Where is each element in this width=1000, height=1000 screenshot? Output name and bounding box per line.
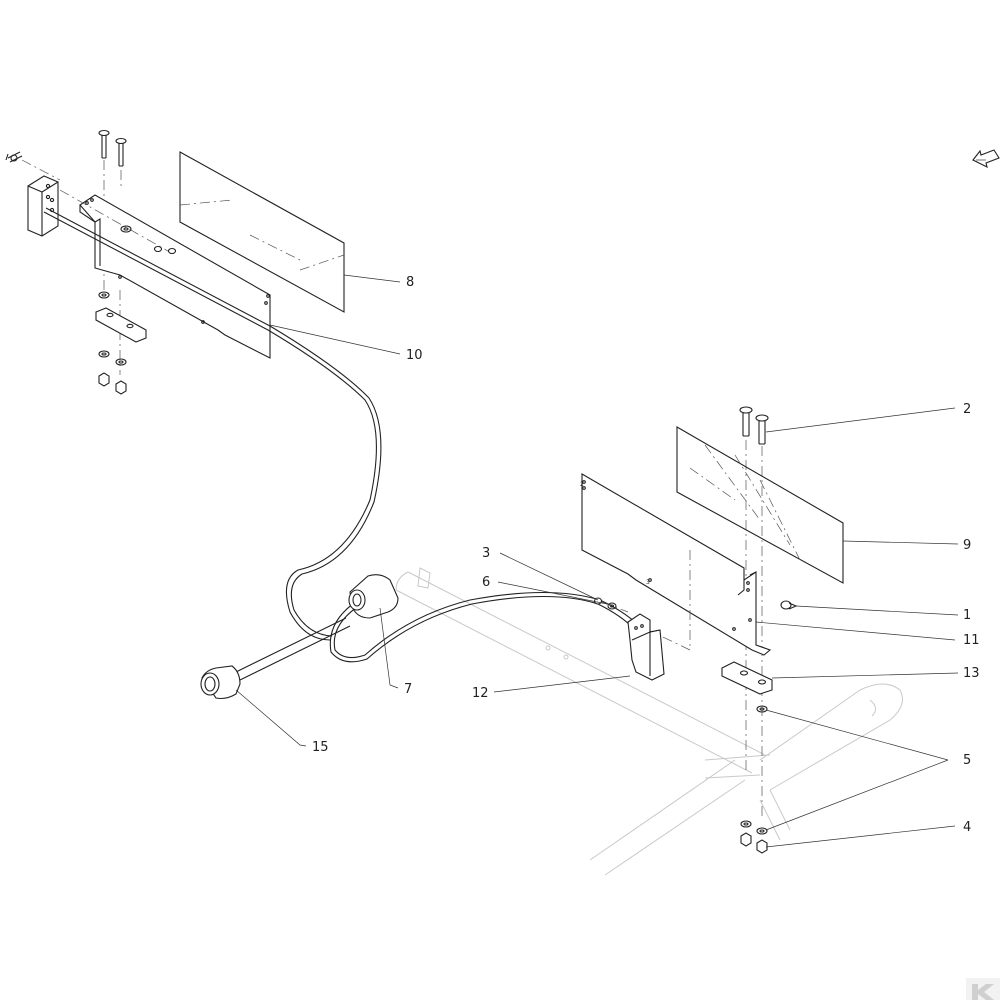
plate-mark-3: 3 [646, 579, 650, 586]
plug-connector [348, 574, 399, 619]
direction-arrow-icon [972, 149, 1000, 169]
right-spacer-bar [721, 661, 773, 695]
right-bracket-assembly [581, 406, 844, 854]
callout-5: 5 [963, 753, 971, 768]
plate-part-marks: 2 3 [580, 481, 650, 586]
callout-2: 2 [963, 402, 971, 417]
right-mounting-plate [581, 473, 772, 656]
callout-9: 9 [963, 538, 971, 553]
callout-leaders [235, 274, 959, 848]
socket-cable [200, 617, 351, 700]
callout-15: 15 [312, 740, 329, 755]
left-spacer-bar [95, 307, 147, 343]
callout-11: 11 [963, 633, 980, 648]
machine-frame-outline [395, 567, 903, 876]
callout-1: 1 [963, 608, 971, 623]
small-screw-icon [5, 151, 23, 163]
callout-labels: 8 10 2 9 3 6 1 11 13 7 12 15 5 4 [312, 275, 980, 835]
carriage-bolt-icon [98, 129, 127, 167]
callout-7: 7 [404, 682, 412, 697]
left-reflective-sheet [179, 151, 345, 313]
left-reflector-lamp [27, 175, 59, 237]
callout-12: 12 [472, 686, 489, 701]
right-reflective-sheet [676, 426, 844, 584]
carriage-bolt-icon [739, 406, 769, 445]
right-washers-and-nuts [740, 705, 768, 854]
callout-13: 13 [963, 666, 980, 681]
k-logo-icon [966, 978, 1000, 1000]
plate-mark-2: 2 [580, 481, 584, 488]
right-reflector-lamp [627, 613, 665, 681]
callout-10: 10 [406, 348, 423, 363]
callout-8: 8 [406, 275, 414, 290]
left-bracket-assembly [5, 129, 345, 395]
callout-4: 4 [963, 820, 971, 835]
callout-6: 6 [482, 575, 490, 590]
left-washers-and-nuts [98, 291, 127, 395]
callout-3: 3 [482, 546, 490, 561]
pan-screw-icon [780, 600, 798, 610]
